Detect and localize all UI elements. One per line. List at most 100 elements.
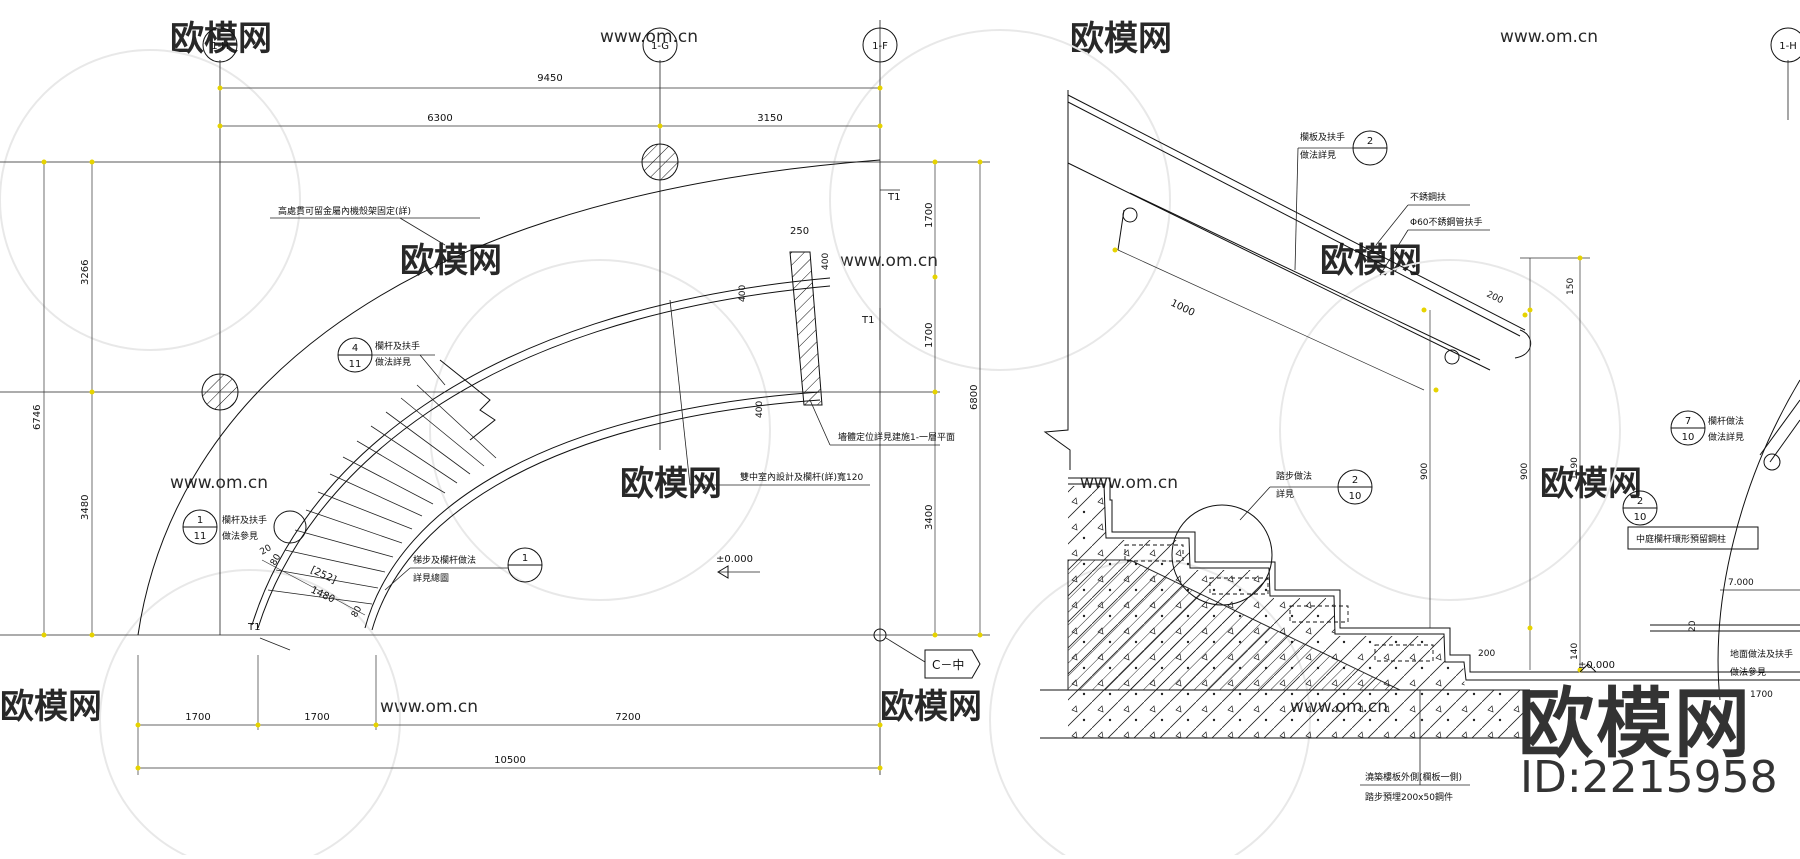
detail-ref-1-11: 1 11 [182,509,218,545]
detail-ref-sheet: 10 [1682,432,1695,443]
dimension-bottom: 1700 1700 7200 10500 [135,655,883,775]
detail-circle [273,510,307,544]
dimension-right: 1700 1700 6800 3400 [924,159,983,638]
brand-logo: 欧模网 [1518,679,1752,768]
dim-label: 20 [1688,620,1698,632]
watermark-logo: 欧模网 [1070,19,1172,59]
axis-bubble-1h: 1-H [202,27,238,63]
column-left [201,373,239,411]
note-text: 不銹鋼扶 [1410,191,1446,203]
dim-label: 250 [790,226,809,237]
detail-ref-number: 7 [1685,416,1691,427]
stair-treads [267,384,497,605]
stair-outer-stringer-2 [257,285,831,629]
dim-label: 1000 [1169,298,1197,319]
note-text: 澆築樓板外側(欄板一側) [1365,771,1462,783]
dim-label: 6800 [969,385,980,410]
dim-label: 6300 [427,113,452,124]
brand-id: ID:2215958 [1520,752,1778,803]
dim-label: 900 [1420,463,1430,480]
stair-profile [1068,477,1800,673]
detail-ref-sheet: 11 [194,531,207,542]
dim-label: 1700 [185,712,210,723]
note-text: 梯步及欄杆做法 [413,554,476,566]
section-tag [924,649,981,679]
axis-label: 1-H [1779,41,1797,52]
note-text: 雙中室內設計及欄杆(詳)寬120 [740,471,863,483]
dim-label: 10500 [494,755,526,766]
hatched-wall [789,251,823,406]
dim-label: 400 [821,253,831,270]
section-tag-label: C－中 [932,657,964,672]
watermark-layer: 欧模网 欧模网 欧模网 欧模网 欧模网 欧模网 欧模网 欧模网 www.om.c… [0,19,1642,859]
dim-label: 3400 [924,505,935,530]
note-text: 欄杆及扶手 [375,340,420,352]
note-text: 欄杆及扶手 [222,514,267,526]
dim-label: 1700 [1750,690,1773,700]
note-text: 做法詳見 [1708,431,1744,443]
detail-ref-sheet: 10 [1349,491,1362,502]
axis-bubble-1g: 1-G [642,27,678,63]
watermark-url: www.om.cn [1500,27,1598,47]
level-label: ±0.000 [1578,660,1615,671]
note-text: 欄杆做法 [1708,415,1744,427]
level-label: ±0.000 [716,554,753,565]
dim-label: 1700 [924,323,935,348]
dim-label: 400 [738,285,748,302]
section-marker: T1 [247,622,260,633]
detail-ref-number: 1 [197,515,203,526]
break-line [439,359,496,441]
note-text: 做法參見 [1730,666,1766,678]
note-text: 地面做法及扶手 [1730,648,1793,660]
detail-ref-sheet: 10 [1634,512,1647,523]
detail-ref-number: 2 [1367,136,1373,147]
watermark-logo: 欧模网 [1540,464,1642,504]
dim-label: 3480 [80,495,91,520]
dim-label: 1190 [1570,457,1580,480]
dimension-left: 3266 6746 3480 [32,159,95,638]
detail-ref-1: 1 [507,547,543,583]
watermark-logo: 欧模网 [880,687,982,727]
dim-label: 3150 [757,113,782,124]
note-text: 做法參見 [222,530,258,542]
section-marker: T1 [861,315,874,326]
detail-circle [1171,504,1273,606]
note-text: 詳見 [1276,488,1294,500]
stair-section: 1-H 1000 200 2 欄板及扶手 做法詳見 不銹鋼扶 Φ60不銹鋼管扶手 [1040,27,1800,803]
detail-ref-4-11: 4 11 [337,337,373,373]
note-text: 高處貫可留金屬內機殼架固定(詳) [278,205,411,217]
detail-ref-number: 2 [1637,496,1643,507]
dim-label: 900 [1520,463,1530,480]
dim-label: 200 [1478,649,1495,659]
dim-label: 1700 [304,712,329,723]
dim-label: 1700 [924,203,935,228]
axis-label: 1-F [872,41,888,52]
dim-label: 400 [755,401,765,418]
outer-curved-wall [137,159,881,636]
detail-ref-number: 4 [352,343,358,354]
stair-outer-stringer [251,277,831,626]
note-text: 踏步預埋200x50鋼件 [1365,791,1453,803]
watermark-logo: 欧模网 [620,464,722,504]
note-text: 做法詳見 [1300,149,1336,161]
watermark-logo: 欧模网 [1320,241,1422,281]
axis-label: 1-G [651,41,669,52]
dim-label: 9450 [537,73,562,84]
dimension-top: 9450 6300 3150 [217,73,883,129]
watermark-url: www.om.cn [380,697,478,717]
dim-label: 7200 [615,712,640,723]
detail-ref-number: 1 [522,553,528,564]
stair-inner-stringer [364,391,821,629]
watermark-logo: 欧模网 [170,19,272,59]
stair-inner-stringer-2 [371,399,821,631]
note-text: 墻體定位詳見建施1-一層平面 [838,431,955,443]
axis-label: 1-H [211,41,229,52]
dim-label: 3266 [80,260,91,285]
section-marker: T1 [887,192,900,203]
level-label: 7.000 [1728,578,1754,588]
note-text: 做法詳見 [375,356,411,368]
note-text: 踏步做法 [1276,470,1312,482]
detail-ref-2-10b: 2 10 [1622,490,1658,526]
watermark-logo: 欧模网 [400,241,502,281]
